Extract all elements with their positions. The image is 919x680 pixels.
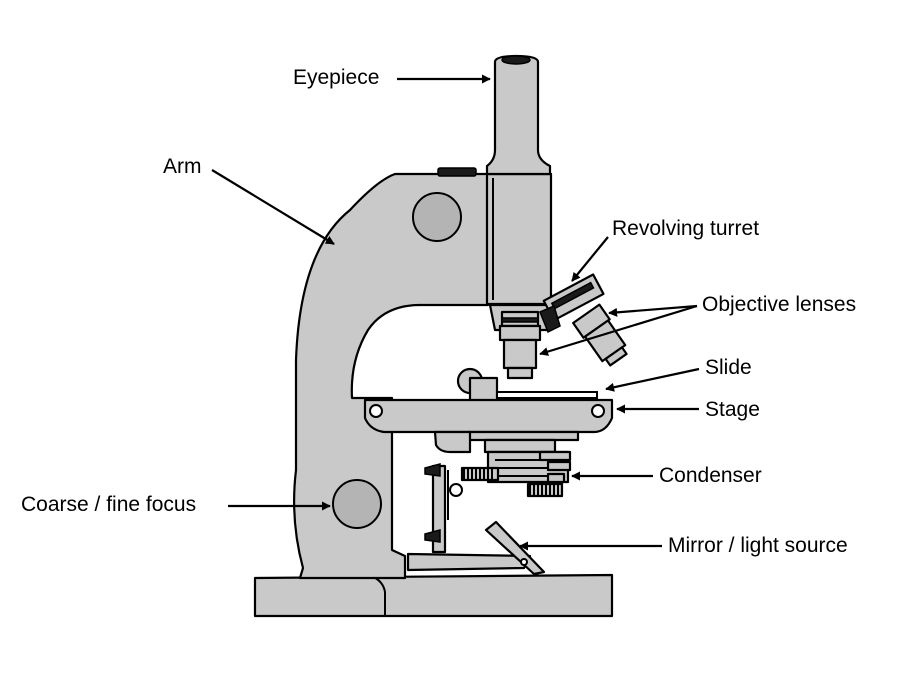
label-slide: Slide	[705, 356, 752, 379]
label-stage: Stage	[705, 398, 760, 421]
body-tube	[485, 172, 553, 306]
objective-lens-vertical	[498, 310, 542, 380]
arrow-objective-lens-2	[539, 304, 698, 356]
arm-body	[293, 172, 490, 580]
arrow-objective-lens-1	[608, 304, 698, 317]
arrow-revolving-turret	[571, 236, 609, 282]
objective-lens-angled	[572, 303, 628, 367]
eyepiece-part	[485, 54, 552, 176]
upper-knob	[412, 192, 462, 242]
label-focus: Coarse / fine focus	[21, 493, 196, 516]
slide-part	[496, 391, 598, 399]
label-objective-lenses: Objective lenses	[702, 293, 856, 316]
focus-knob	[332, 479, 382, 529]
label-arm: Arm	[163, 155, 202, 178]
labels-layer: Eyepiece Arm Revolving turret Objective …	[21, 66, 856, 557]
label-eyepiece: Eyepiece	[293, 66, 379, 89]
stage-part	[363, 398, 614, 434]
label-revolving-turret: Revolving turret	[612, 217, 759, 240]
label-mirror: Mirror / light source	[668, 534, 848, 557]
arrow-slide	[605, 367, 700, 392]
label-condenser: Condenser	[659, 464, 762, 487]
top-knob	[437, 167, 477, 177]
mirror-part	[406, 520, 546, 576]
base	[253, 573, 614, 618]
arrow-arm	[211, 169, 335, 245]
microscope-illustration	[253, 54, 628, 618]
condenser-part	[433, 430, 580, 520]
